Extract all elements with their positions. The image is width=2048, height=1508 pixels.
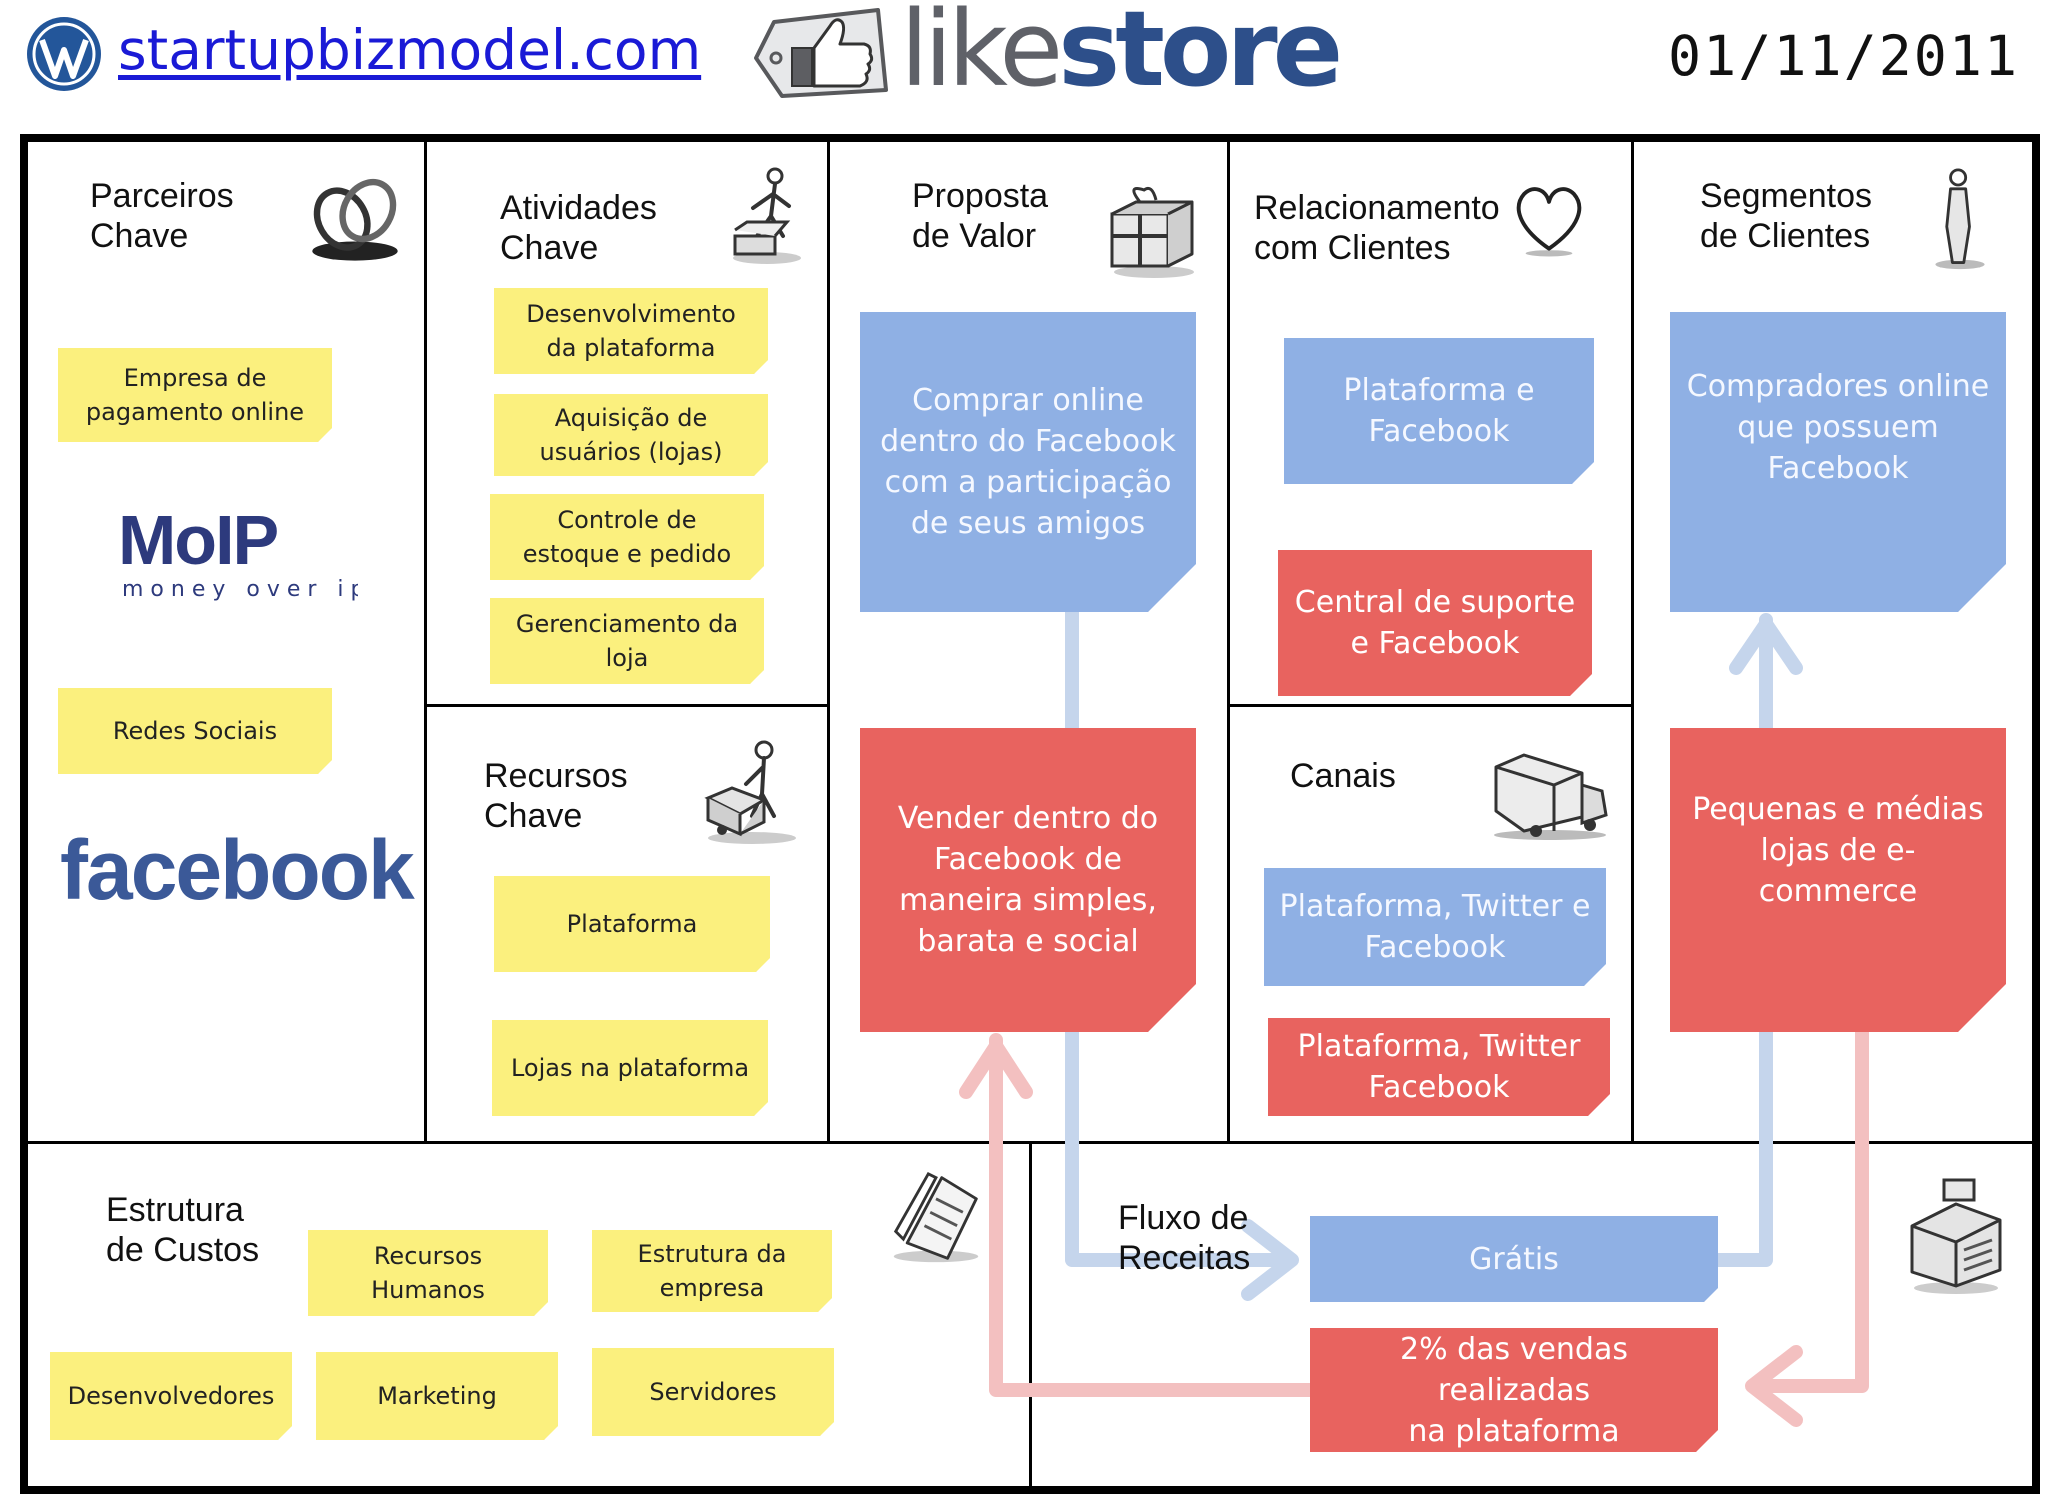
divider [1631,142,1634,1144]
dolly-icon [704,740,796,844]
worker-icon [733,167,801,264]
section-title-cost-structure: Estrutura de Custos [106,1191,260,1269]
person-icon [1935,168,1985,270]
section-title-key-activities: Atividades Chave [500,189,657,267]
divider [424,142,427,1144]
truck-icon [1494,753,1608,840]
note-partner-social: Redes Sociais [58,688,332,774]
note-activity-user-acquisition: Aquisição de usuários (lojas) [494,394,768,476]
divider [1227,142,1230,1144]
wordpress-icon [27,17,101,91]
note-value-buy: Comprar online dentro do Facebook com a … [860,312,1196,612]
note-activity-platform-dev: Desenvolvimento da plataforma [494,288,768,374]
divider [1227,704,1631,707]
note-revenue-free: Grátis [1310,1216,1718,1302]
section-title-key-partners: Parceiros Chave [90,177,234,255]
note-segment-stores: Pequenas e médias lojas de e-commerce [1670,728,2006,1032]
note-cost-devs: Desenvolvedores [50,1352,292,1440]
site-link[interactable]: startupbizmodel.com [118,18,702,82]
note-activity-stock-control: Controle de estoque e pedido [490,494,764,580]
brand-like: like [900,0,1063,110]
divider [424,704,827,707]
note-channel-blue: Plataforma, Twitter e Facebook [1264,868,1606,986]
note-segment-buyers: Compradores online que possuem Facebook [1670,312,2006,612]
note-cost-marketing: Marketing [316,1352,558,1440]
note-relationship-platform: Plataforma e Facebook [1284,338,1594,484]
gift-icon [1110,186,1194,278]
rings-icon [312,178,398,261]
date: 01/11/2011 [1668,24,2020,88]
note-cost-servers: Servidores [592,1348,834,1436]
divider [827,142,830,1144]
facebook-logo: facebook [60,823,415,917]
note-resource-stores: Lojas na plataforma [492,1020,768,1116]
note-relationship-support: Central de suporte e Facebook [1278,550,1592,696]
divider [1029,1141,1032,1486]
note-resource-platform: Plataforma [494,876,770,972]
heart-icon [1516,187,1582,257]
thumbs-up-icon [754,8,888,98]
section-title-value-proposition: Proposta de Valor [912,177,1049,255]
moip-logo: MoIP money over ip [118,501,358,602]
note-activity-store-management: Gerenciamento da loja [490,598,764,684]
section-title-customer-relationships: Relacionamento com Clientes [1254,189,1500,267]
receipt-icon [893,1171,979,1263]
cash-register-icon [1910,1178,2002,1294]
brand-name: likestore [900,0,1343,106]
moip-logo-tagline: money over ip [122,577,358,602]
brand-store: store [1058,0,1343,110]
note-revenue-commission: 2% das vendas realizadas na plataforma [1310,1328,1718,1452]
moip-logo-name: MoIP [118,501,278,579]
section-title-key-resources: Recursos Chave [484,757,628,835]
section-title-revenue-streams: Fluxo de Receitas [1118,1199,1251,1277]
section-title-customer-segments: Segmentos de Clientes [1700,177,1872,255]
business-model-canvas [20,134,2040,1494]
note-channel-red: Plataforma, Twitter Facebook [1268,1018,1610,1116]
note-value-sell: Vender dentro do Facebook de maneira sim… [860,728,1196,1032]
section-title-channels: Canais [1290,757,1396,795]
note-partner-payment: Empresa de pagamento online [58,348,332,442]
note-cost-company: Estrutura da empresa [592,1230,832,1312]
note-cost-hr: Recursos Humanos [308,1230,548,1316]
